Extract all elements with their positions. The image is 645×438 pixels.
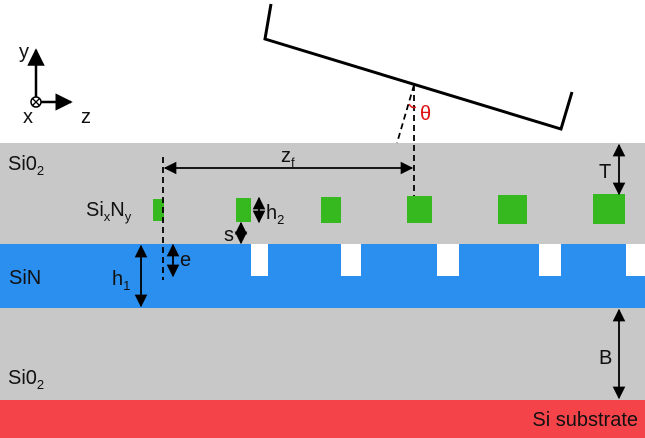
si-substrate-label: Si substrate <box>532 409 638 431</box>
axis-x-label: x <box>23 106 33 128</box>
bottom-cladding-layer <box>0 308 645 400</box>
axis-z-label: z <box>81 106 91 128</box>
h1-label: h1 <box>112 268 130 293</box>
sixny-element <box>321 197 341 223</box>
si-substrate-layer <box>0 400 645 438</box>
sin-core-label: SiN <box>9 267 41 289</box>
sixny-label: SixNy <box>86 199 132 224</box>
t-label: T <box>599 161 611 183</box>
zf-label: zf <box>281 145 295 170</box>
h2-label: h2 <box>266 202 284 227</box>
sixny-element <box>236 198 251 222</box>
b-label: B <box>599 347 612 369</box>
top-cladding-layer <box>0 143 645 244</box>
bottom-cladding-label: Si02 <box>8 367 44 392</box>
coordinate-axes <box>27 48 73 111</box>
fiber-facet <box>263 3 574 131</box>
fiber-axis-line <box>396 84 415 144</box>
sixny-element <box>407 196 432 223</box>
axis-y-label: y <box>19 41 29 63</box>
theta-label: θ <box>420 103 431 125</box>
top-cladding-label: Si02 <box>8 153 44 178</box>
sin-core-layer <box>0 244 645 308</box>
sixny-element <box>153 199 164 221</box>
s-label: s <box>224 224 234 246</box>
e-label: e <box>180 249 191 271</box>
sixny-element <box>593 194 625 224</box>
theta-arc <box>408 103 417 109</box>
sixny-element <box>498 195 527 224</box>
